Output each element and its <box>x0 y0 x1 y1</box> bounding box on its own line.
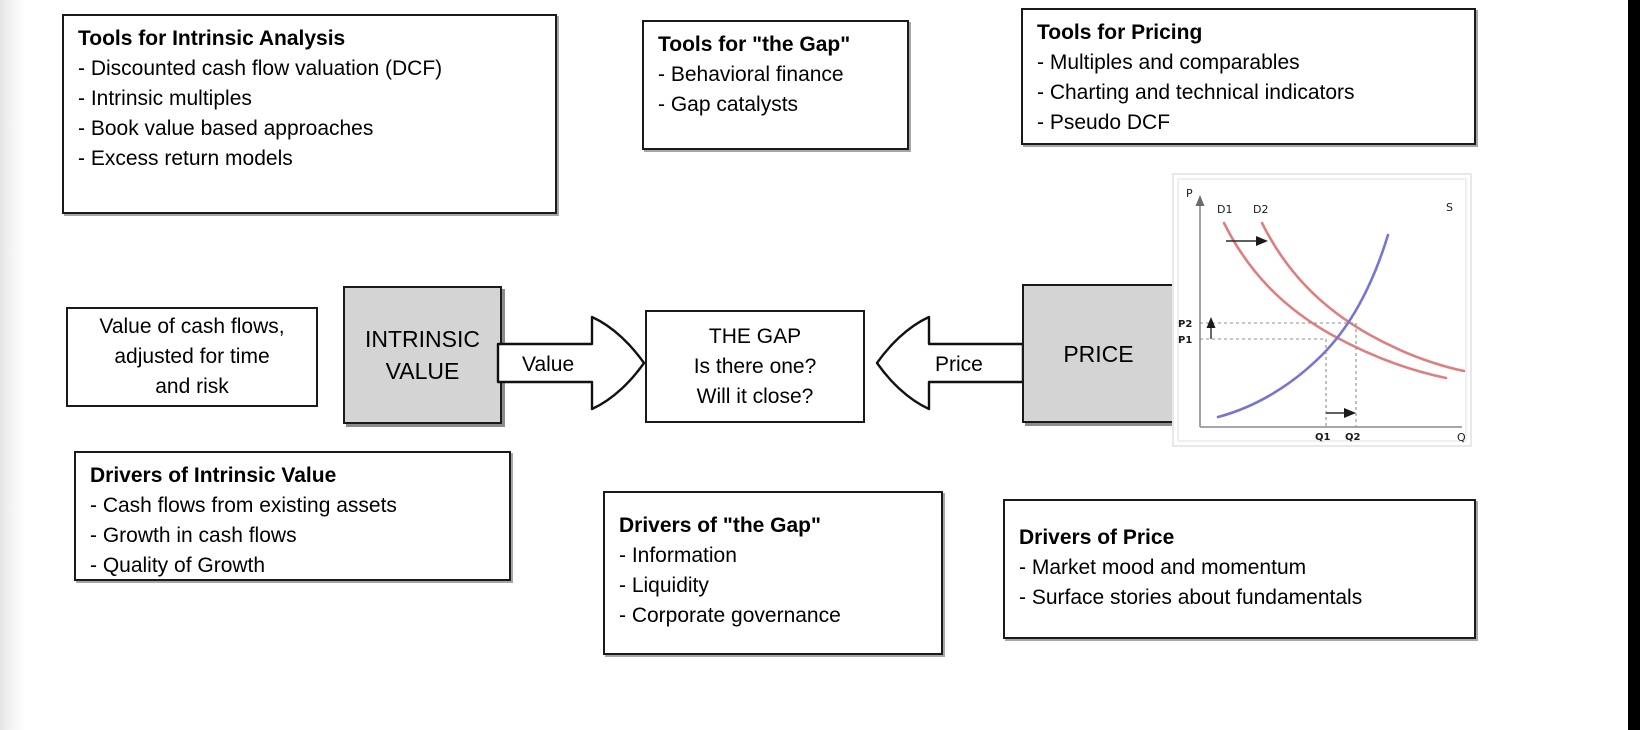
supply-demand-svg: P Q D1 D2 S <box>1174 175 1470 445</box>
cashflow-line-1: Value of cash flows, <box>99 315 285 338</box>
list-item: Discounted cash flow valuation (DCF) <box>78 54 543 84</box>
chart-curve-d1 <box>1222 221 1448 380</box>
arrow-price-label: Price <box>935 353 983 376</box>
price-line-1: PRICE <box>1063 340 1134 367</box>
box-bullet-list: Behavioral finance Gap catalysts <box>658 60 895 120</box>
box-title: Tools for Pricing <box>1037 21 1203 44</box>
box-value-of-cash-flows: Value of cash flows, adjusted for time a… <box>66 307 318 407</box>
box-bullet-list: Information Liquidity Corporate governan… <box>619 541 929 631</box>
chart-ytick-p1: P1 <box>1178 335 1192 346</box>
the-gap-line-1: THE GAP <box>708 324 802 348</box>
box-title: Drivers of "the Gap" <box>619 514 821 537</box>
chart-ylabel: P <box>1186 187 1193 200</box>
box-title: Drivers of Price <box>1019 526 1175 549</box>
box-bullet-list: Cash flows from existing assets Growth i… <box>90 491 497 581</box>
chart-quantity-shift-arrowhead <box>1344 408 1356 418</box>
box-tools-for-the-gap: Tools for "the Gap" Behavioral finance G… <box>642 20 909 150</box>
page-left-edge-shading <box>0 0 26 730</box>
box-bullet-list: Market mood and momentum Surface stories… <box>1019 553 1462 613</box>
chart-curve-d2 <box>1260 221 1466 373</box>
list-item: Charting and technical indicators <box>1037 78 1462 108</box>
intrinsic-value-line-2: VALUE <box>385 358 460 384</box>
arrow-value-label: Value <box>522 353 575 376</box>
cashflow-line-2: adjusted for time <box>114 345 270 368</box>
box-drivers-of-the-gap: Drivers of "the Gap" Information Liquidi… <box>603 491 943 655</box>
list-item: Cash flows from existing assets <box>90 491 497 521</box>
chart-curve-s <box>1216 233 1390 419</box>
chart-demand-shift-arrowhead <box>1256 236 1268 246</box>
box-drivers-of-price: Drivers of Price Market mood and momentu… <box>1003 499 1476 639</box>
list-item: Pseudo DCF <box>1037 108 1462 138</box>
intrinsic-value-line-1: INTRINSIC <box>365 326 480 352</box>
box-intrinsic-value: INTRINSIC VALUE <box>343 286 502 424</box>
chart-y-axis-arrowhead <box>1195 195 1205 206</box>
list-item: Growth in cash flows <box>90 521 497 551</box>
arrow-price: Price <box>865 313 1025 413</box>
chart-label-s: S <box>1446 201 1453 214</box>
list-item: Market mood and momentum <box>1019 553 1462 583</box>
list-item: Behavioral finance <box>658 60 895 90</box>
chart-ytick-p2: P2 <box>1178 319 1192 330</box>
chart-xtick-q2: Q2 <box>1345 432 1361 443</box>
list-item: Multiples and comparables <box>1037 48 1462 78</box>
box-title: Tools for Intrinsic Analysis <box>78 27 346 50</box>
page-right-edge-band <box>1628 0 1640 730</box>
arrow-value: Value <box>496 313 648 413</box>
chart-xtick-q1: Q1 <box>1315 432 1331 443</box>
list-item: Surface stories about fundamentals <box>1019 583 1462 613</box>
box-title: Tools for "the Gap" <box>658 33 851 56</box>
chart-label-d1: D1 <box>1217 203 1232 216</box>
the-gap-line-2: Is there one? <box>693 354 817 378</box>
chart-inner-frame <box>1177 178 1467 442</box>
box-price: PRICE <box>1022 284 1175 423</box>
box-tools-for-pricing: Tools for Pricing Multiples and comparab… <box>1021 8 1476 145</box>
box-drivers-of-intrinsic-value: Drivers of Intrinsic Value Cash flows fr… <box>74 451 511 581</box>
cashflow-line-3: and risk <box>155 375 229 398</box>
list-item: Gap catalysts <box>658 90 895 120</box>
list-item: Corporate governance <box>619 601 929 631</box>
box-bullet-list: Multiples and comparables Charting and t… <box>1037 48 1462 138</box>
list-item: Book value based approaches <box>78 114 543 144</box>
box-title: Drivers of Intrinsic Value <box>90 464 337 487</box>
supply-demand-chart: P Q D1 D2 S <box>1172 173 1472 447</box>
list-item: Information <box>619 541 929 571</box>
list-item: Liquidity <box>619 571 929 601</box>
box-the-gap: THE GAP Is there one? Will it close? <box>645 310 865 423</box>
list-item: Excess return models <box>78 144 543 174</box>
chart-label-d2: D2 <box>1253 203 1268 216</box>
chart-price-shift-arrowhead <box>1206 317 1216 328</box>
list-item: Quality of Growth <box>90 551 497 581</box>
the-gap-line-3: Will it close? <box>696 384 814 408</box>
box-tools-for-intrinsic-analysis: Tools for Intrinsic Analysis Discounted … <box>62 14 557 214</box>
list-item: Intrinsic multiples <box>78 84 543 114</box>
box-bullet-list: Discounted cash flow valuation (DCF) Int… <box>78 54 543 174</box>
chart-xlabel: Q <box>1457 431 1466 444</box>
